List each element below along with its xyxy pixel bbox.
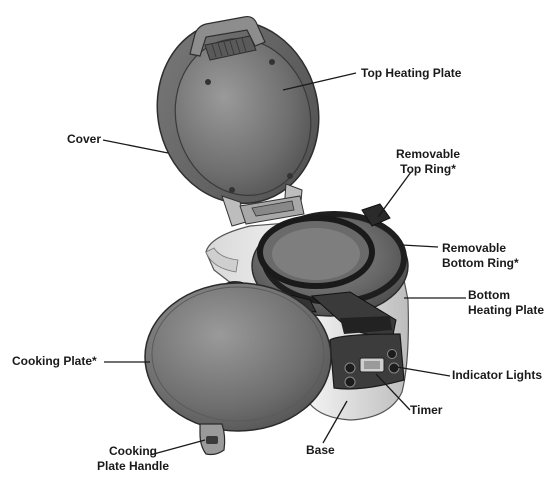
label-removable-bottom-ring: Removable Bottom Ring*: [442, 241, 519, 271]
label-bottom-heating-plate-line1: Bottom: [468, 288, 510, 302]
label-cooking-plate-handle-line1: Cooking: [109, 444, 158, 458]
label-bottom-heating-plate-line2: Heating Plate: [468, 303, 545, 317]
label-removable-top-ring-line2: Top Ring*: [400, 162, 456, 176]
label-timer: Timer: [410, 403, 443, 417]
label-removable-bottom-ring-line2: Bottom Ring*: [442, 256, 519, 270]
label-cooking-plate: Cooking Plate*: [12, 354, 97, 368]
label-base: Base: [306, 443, 335, 457]
cover: [156, 19, 320, 205]
label-cooking-plate-handle: Cooking Plate Handle: [97, 444, 169, 474]
label-removable-bottom-ring-line1: Removable: [442, 241, 507, 255]
label-bottom-heating-plate: Bottom Heating Plate: [468, 288, 544, 318]
label-removable-top-ring: Removable Top Ring*: [396, 147, 460, 177]
label-cover: Cover: [67, 132, 102, 146]
label-removable-top-ring-line1: Removable: [396, 147, 461, 161]
label-top-heating-plate: Top Heating Plate: [361, 66, 462, 80]
leader-lines: [102, 72, 466, 456]
cover-handle: [189, 15, 266, 61]
cooking-plate: [144, 281, 332, 456]
label-cooking-plate-handle-line2: Plate Handle: [97, 459, 170, 473]
label-indicator-lights: Indicator Lights: [452, 368, 542, 382]
hinge: [221, 183, 305, 227]
